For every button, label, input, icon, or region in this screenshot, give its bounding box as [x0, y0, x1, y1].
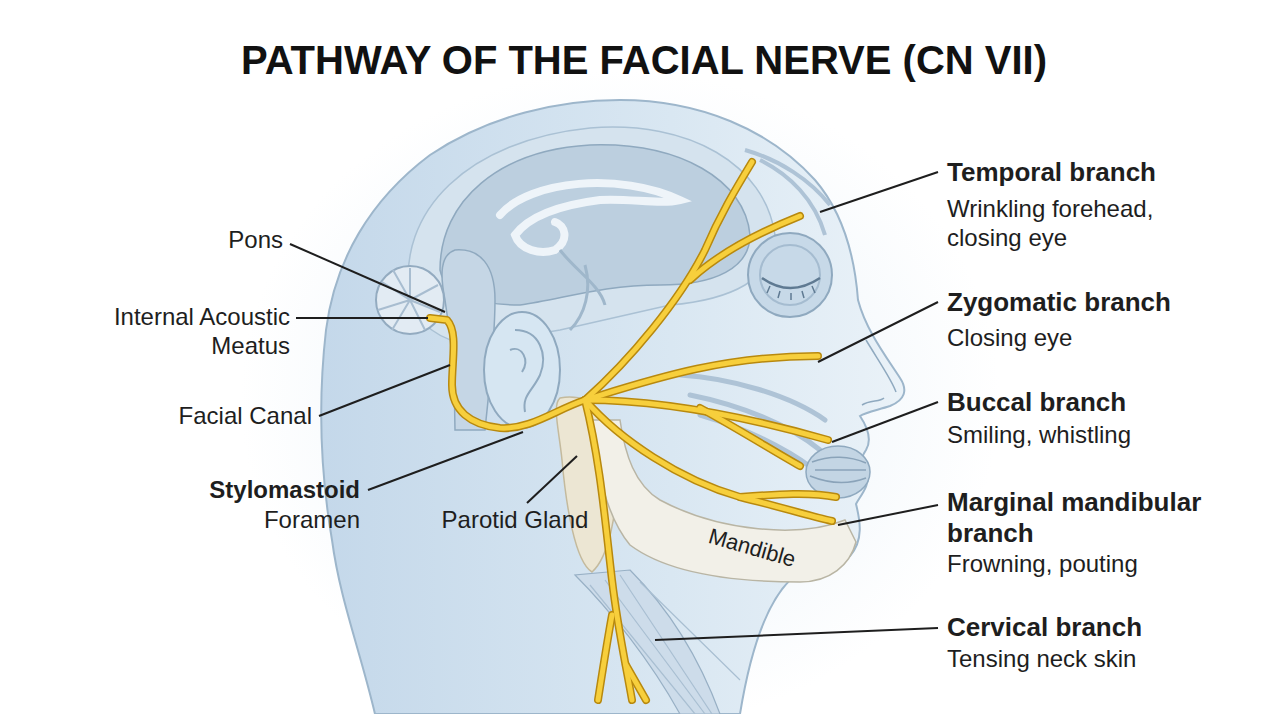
leader-line	[832, 402, 938, 442]
branch-function: Wrinkling forehead, closing eye	[947, 195, 1217, 253]
leader-line	[818, 302, 938, 362]
diagram-title: PATHWAY OF THE FACIAL NERVE (CN VII)	[4, 36, 1280, 84]
nerve-zygomatic	[585, 356, 818, 400]
branch-function: Closing eye	[947, 324, 1247, 353]
branch-function: Tensing neck skin	[947, 645, 1247, 674]
bone-label: Mandible	[685, 517, 819, 579]
leader-line	[655, 628, 938, 640]
nerve-marginal-mandibular	[585, 400, 832, 521]
ventricle	[560, 250, 605, 330]
structure-label: Stylomastoid	[140, 476, 360, 505]
structure-label: Internal Acoustic Meatus	[50, 303, 290, 361]
nerve-cervical	[598, 615, 612, 700]
leader-line	[527, 456, 577, 503]
nerve-temporal	[690, 216, 800, 280]
eyelashes	[767, 286, 815, 300]
structure-label: Pons	[163, 226, 283, 255]
ear-fold	[510, 330, 543, 412]
leader-line	[290, 244, 445, 312]
nerve-cervical	[598, 615, 612, 700]
leader-line	[368, 432, 523, 490]
lips	[810, 457, 866, 482]
nerve-trunk	[430, 318, 585, 428]
orbicularis-oculi	[748, 233, 832, 317]
ear	[484, 312, 560, 428]
background-glow	[240, 70, 1000, 714]
closed-eyelid	[762, 278, 820, 288]
leader-lines	[290, 172, 938, 640]
cerebellum	[376, 266, 444, 334]
branch-name: Marginal mandibular branch	[947, 487, 1247, 549]
structure-label: Parotid Gland	[440, 506, 590, 535]
branch-function: Frowning, pouting	[947, 550, 1247, 579]
leader-line	[319, 365, 450, 416]
nose	[862, 340, 896, 405]
nerve-outline	[430, 162, 836, 700]
nerve-marginal-mandibular	[740, 494, 836, 497]
branch-name: Temporal branch	[947, 157, 1267, 188]
structure-label: Facial Canal	[92, 402, 312, 431]
nerve-cervical	[585, 400, 632, 700]
eye-ring	[760, 245, 820, 305]
branch-name: Zygomatic branch	[947, 287, 1267, 318]
nerve-trunk	[430, 318, 585, 428]
leader-line	[820, 172, 938, 212]
nerve-marginal-mandibular	[585, 400, 832, 521]
nerve-buccal	[700, 408, 800, 466]
structure-label: Foramen	[140, 506, 360, 535]
nerve-cervical	[585, 400, 632, 700]
head-silhouette	[321, 100, 904, 714]
leader-line	[838, 505, 938, 525]
nerve-cervical	[626, 665, 646, 700]
mouth-muscle	[806, 446, 870, 498]
corpus-callosum	[500, 183, 680, 252]
branch-function: Smiling, whistling	[947, 421, 1247, 450]
nerve-fill	[430, 162, 836, 700]
branch-name: Cervical branch	[947, 612, 1267, 643]
leader-line	[296, 317, 428, 319]
branch-name: Buccal branch	[947, 387, 1267, 418]
nerve-buccal	[700, 408, 800, 466]
facial-nerve	[430, 162, 836, 700]
nerve-marginal-mandibular	[740, 494, 836, 497]
